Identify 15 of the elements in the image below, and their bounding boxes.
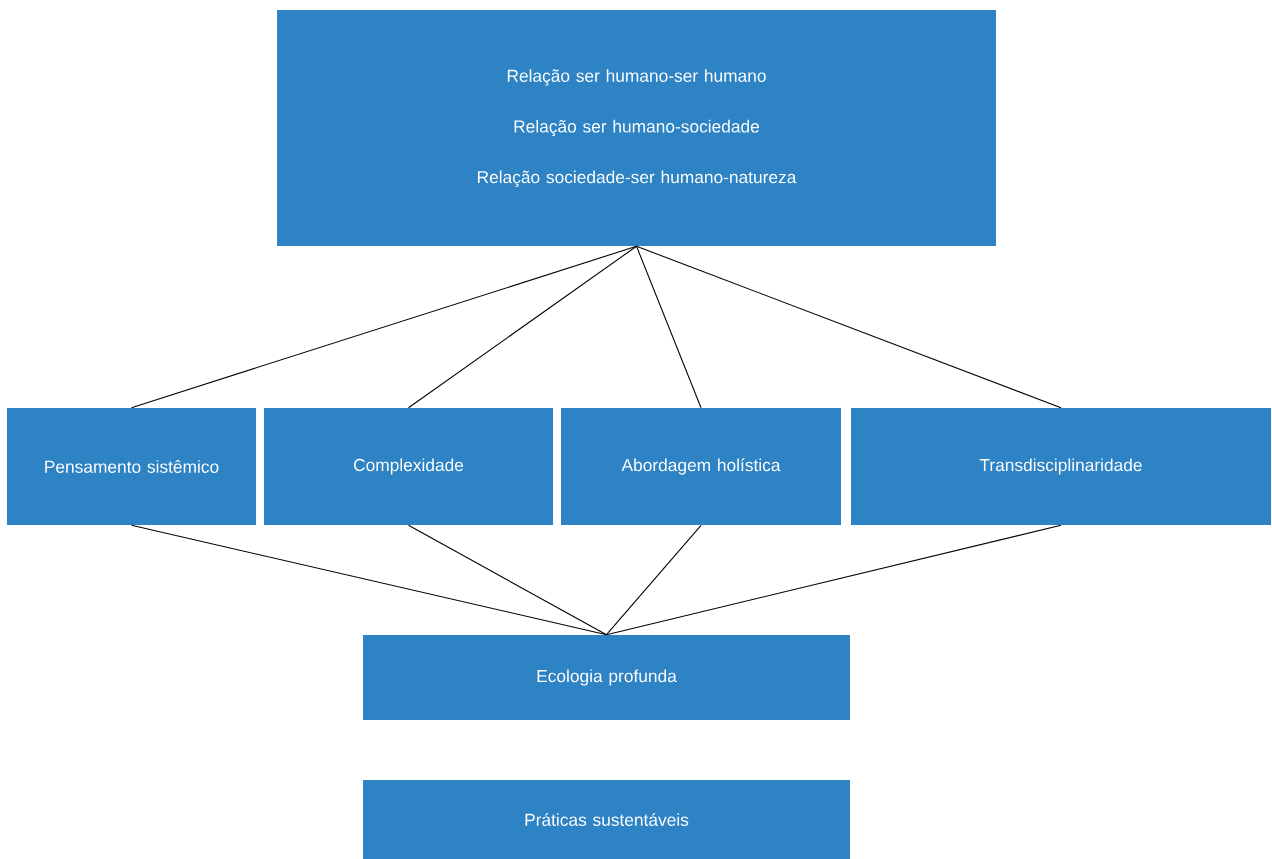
connector-line: [407, 524, 608, 636]
connector-line: [605, 524, 1062, 636]
connector-line: [407, 245, 638, 409]
connector-line: [130, 245, 638, 409]
connector-line: [130, 524, 608, 636]
connector-line: [635, 245, 1062, 409]
process-box: Ecologia profunda: [363, 634, 850, 721]
connector-line: [605, 524, 702, 636]
process-box: Transdisciplinaridade: [851, 407, 1271, 526]
process-box: Relação ser humano-ser humano Relação ser humano-sociedade Relação sociedade-ser humano-natureza: [277, 10, 996, 246]
process-box: Abordagem holística: [561, 407, 841, 526]
process-box: Práticas sustentáveis: [363, 780, 850, 859]
process-box: Complexidade: [263, 407, 554, 526]
connector-line: [635, 245, 702, 409]
process-box: Pensamento sistêmico: [6, 407, 257, 526]
